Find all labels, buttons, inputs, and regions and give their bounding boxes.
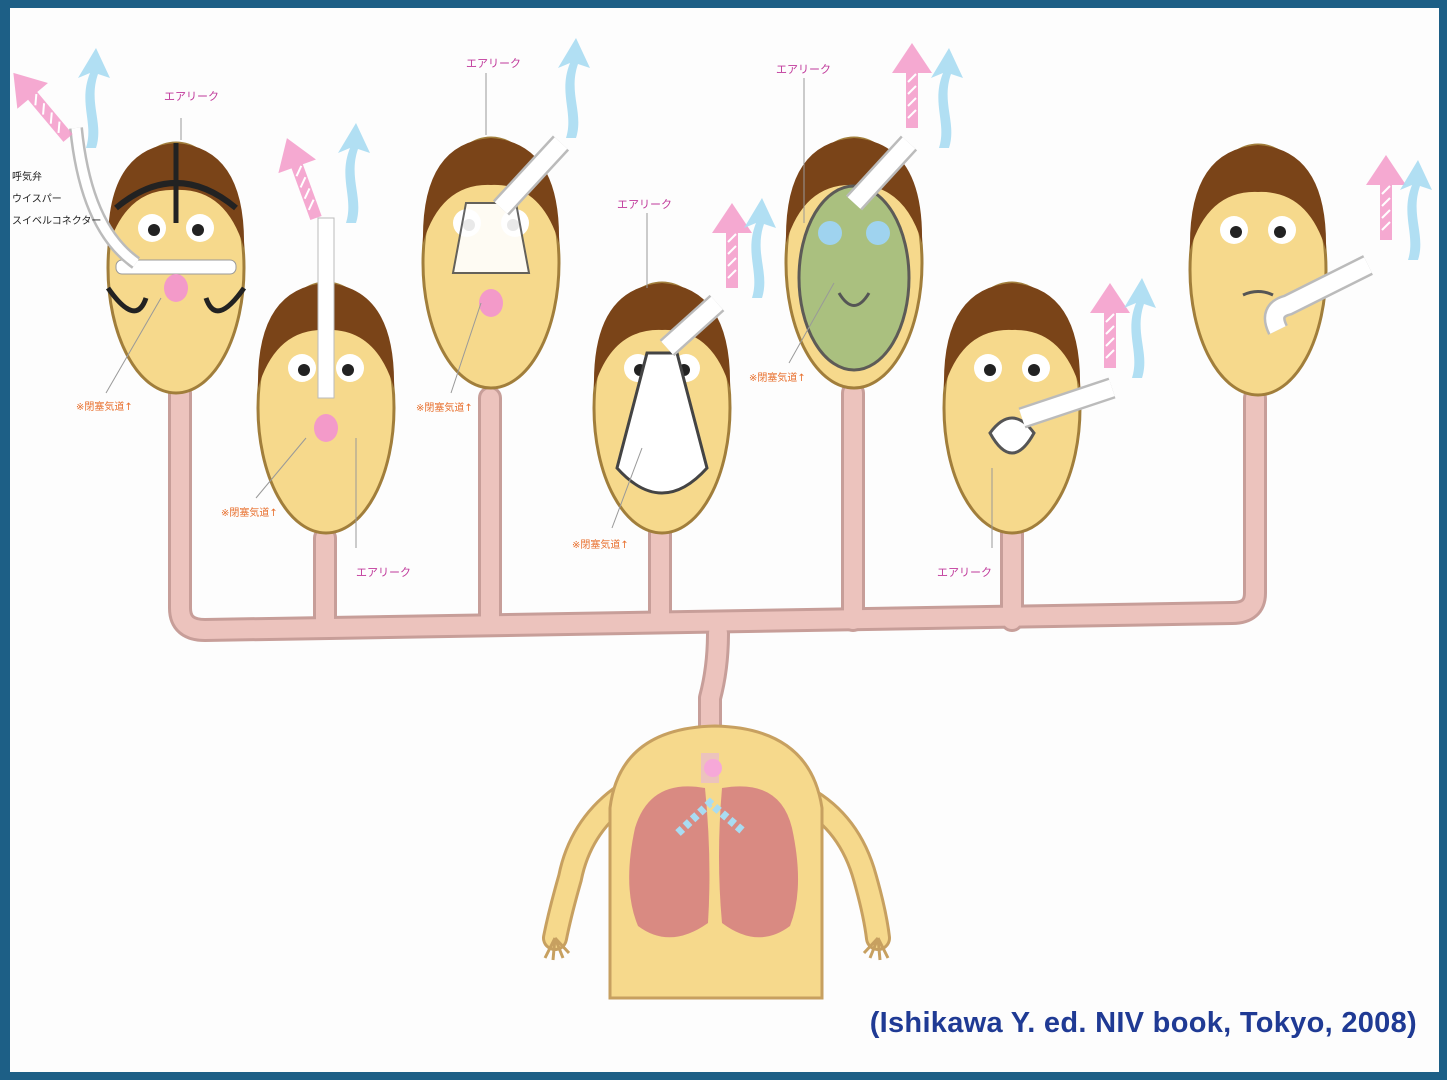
air-leak-label-1: エアリーク (164, 90, 219, 103)
citation-text: (Ishikawa Y. ed. NIV book, Tokyo, 2008) (870, 1007, 1417, 1040)
mouth-label-1: ※閉塞気道↑ (76, 400, 133, 413)
face-total-mask: エアリーク ※閉塞気道↑ (749, 43, 963, 388)
face-nasal-mask: エアリーク ※閉塞気道↑ (416, 38, 590, 414)
face-mouthpiece-noseclip: エアリーク (937, 278, 1156, 579)
air-leak-label-2: エアリーク (356, 566, 411, 579)
side-label-exhalation-valve: 呼気弁 (12, 170, 42, 183)
face-mouthpiece (1190, 145, 1432, 395)
mouth-label-3: ※閉塞気道↑ (416, 401, 473, 414)
air-leak-label-6: エアリーク (937, 566, 992, 579)
face-nasal-pillows: エアリーク ※閉塞気道↑ (10, 48, 244, 413)
side-label-swivel-connector: スイベルコネクター (12, 215, 101, 227)
niv-interface-diagram: エアリーク ※閉塞気道↑ 呼気弁 ウイスパー スイベルコネクター ※閉塞気道↑ … (10, 8, 1439, 1072)
face-nasal-tube-top: ※閉塞気道↑ エアリーク (221, 123, 411, 579)
air-leak-label-4: エアリーク (617, 198, 672, 211)
mouth-label-2: ※閉塞気道↑ (221, 506, 278, 519)
air-leak-label-3: エアリーク (466, 57, 521, 70)
mouth-label-5: ※閉塞気道↑ (749, 371, 806, 384)
side-label-whisper: ウイスパー (12, 193, 62, 205)
air-leak-label-5: エアリーク (776, 63, 831, 76)
torso-lungs (545, 726, 888, 998)
mouth-label-4: ※閉塞気道↑ (572, 538, 629, 551)
face-oronasal-mask: エアリーク ※閉塞気道↑ (572, 198, 776, 551)
